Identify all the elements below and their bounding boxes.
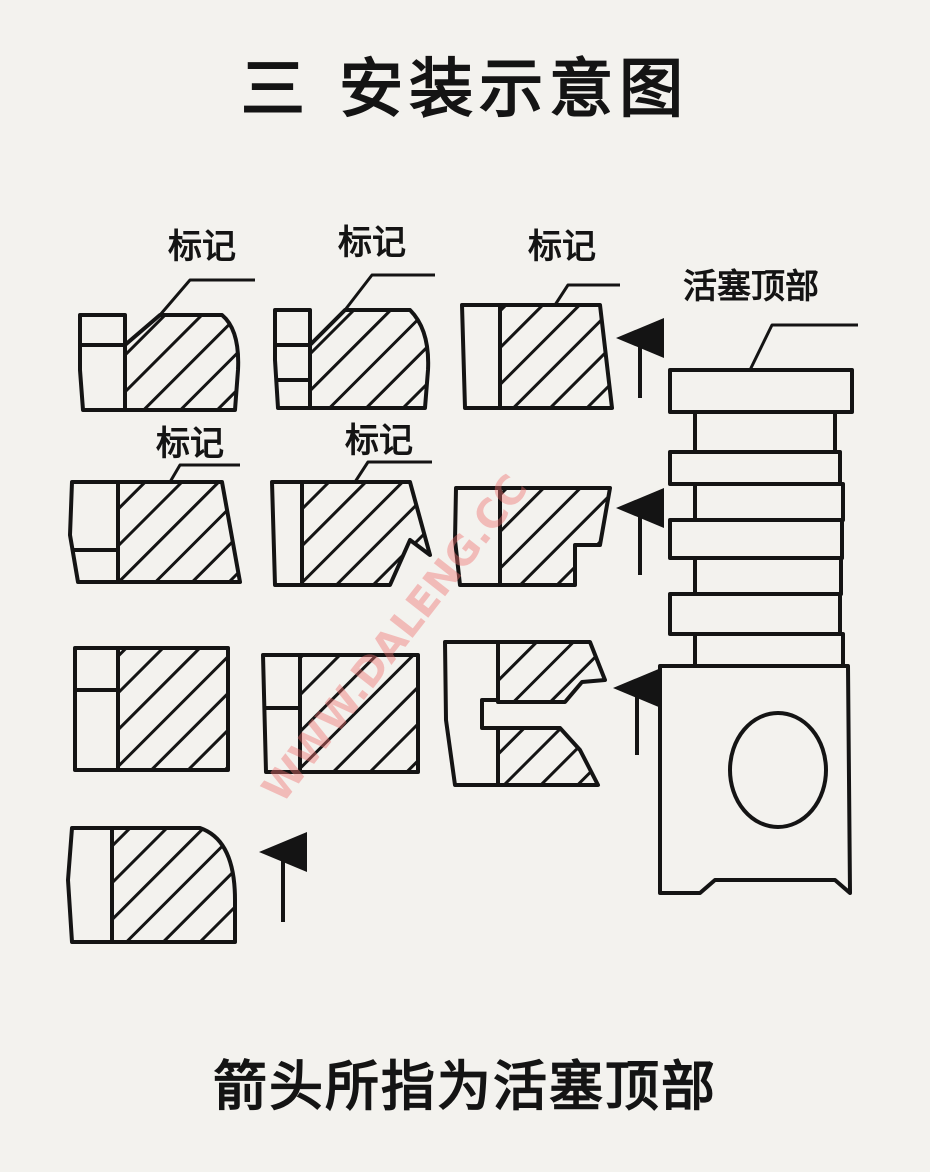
page-title: 三 安装示意图 bbox=[240, 53, 690, 127]
ring-section-4 bbox=[68, 480, 242, 584]
leader-mark-3 bbox=[553, 283, 620, 306]
ring-section-3 bbox=[460, 303, 614, 410]
ring-section-5 bbox=[270, 480, 432, 587]
ring-section-2 bbox=[273, 308, 431, 410]
ring-section-1 bbox=[78, 313, 241, 412]
leader-mark-2 bbox=[343, 273, 435, 311]
leader-mark-5 bbox=[353, 460, 432, 483]
label-mark-3: 标记 bbox=[528, 227, 596, 267]
piston-drawing bbox=[658, 368, 854, 895]
piston-pin-hole bbox=[728, 711, 828, 829]
label-mark-2: 标记 bbox=[338, 223, 406, 263]
label-mark-5: 标记 bbox=[345, 421, 413, 461]
ring-section-9 bbox=[443, 640, 607, 787]
ring-section-8 bbox=[261, 653, 420, 774]
ring-section-6 bbox=[453, 486, 612, 587]
footer-caption: 箭头所指为活塞顶部 bbox=[213, 1055, 717, 1118]
leader-mark-1 bbox=[158, 278, 255, 316]
label-piston-top: 活塞顶部 bbox=[683, 267, 819, 307]
leader-piston-top bbox=[748, 323, 858, 371]
ring-section-10 bbox=[66, 826, 237, 944]
label-mark-4: 标记 bbox=[156, 424, 224, 464]
label-mark-1: 标记 bbox=[168, 227, 236, 267]
ring-section-7 bbox=[73, 646, 230, 772]
leader-mark-4 bbox=[168, 463, 240, 483]
